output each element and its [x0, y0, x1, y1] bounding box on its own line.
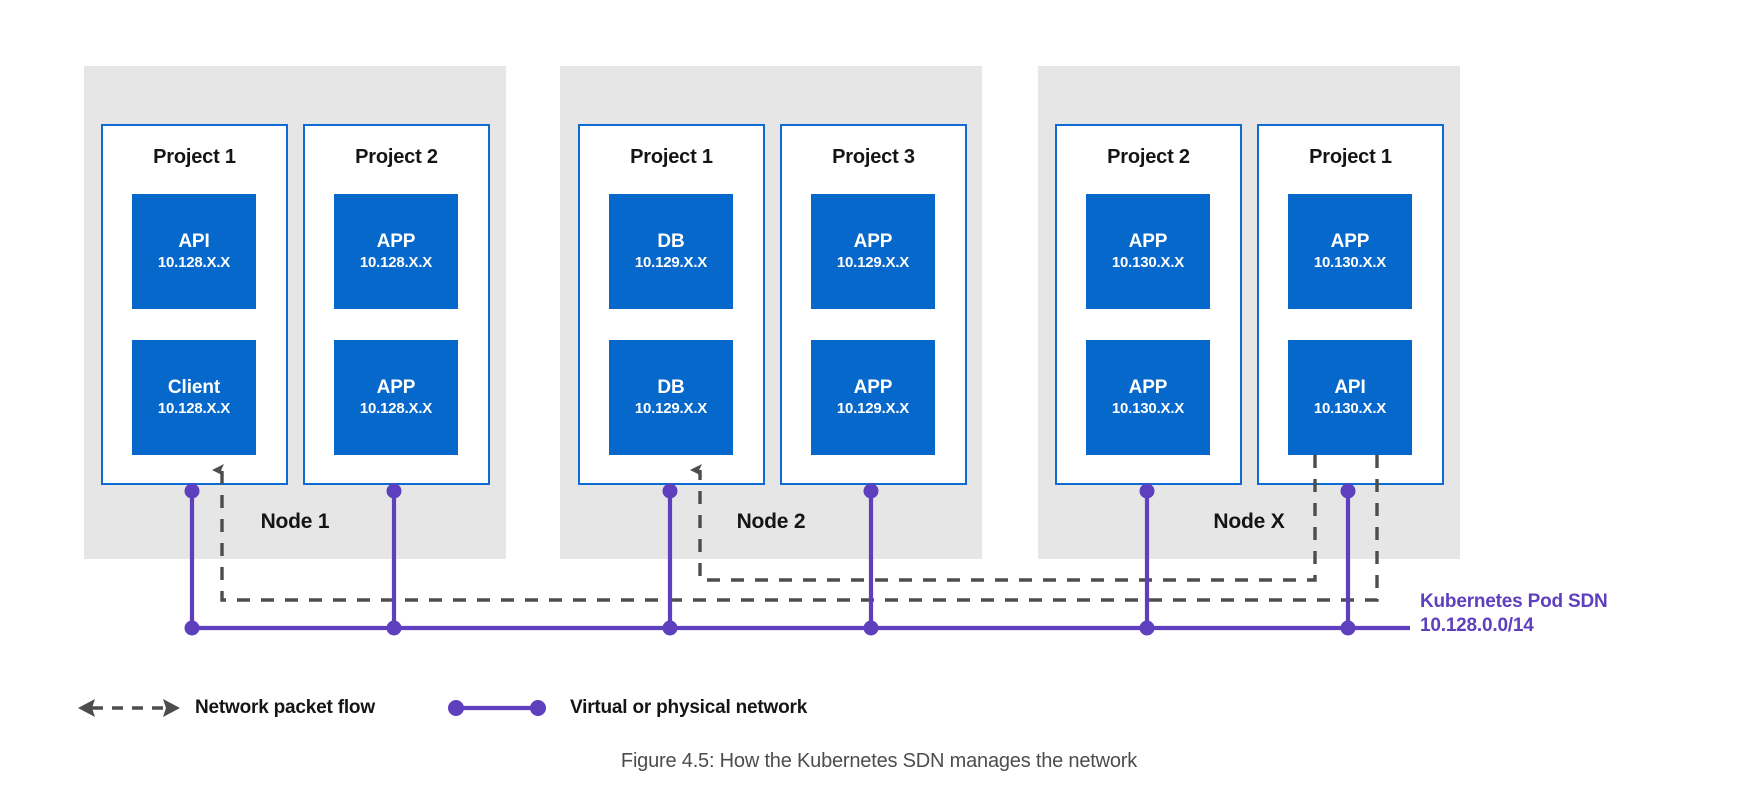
pod-name: DB [657, 376, 685, 398]
node-label-x: Node X [1213, 510, 1285, 533]
project-title: Project 1 [630, 146, 713, 168]
legend-packet-flow-icon [78, 699, 180, 717]
project-title: Project 1 [153, 146, 236, 168]
pod-ip: 10.130.X.X [1111, 253, 1185, 271]
pod-ip: 10.130.X.X [1313, 253, 1387, 271]
pod-db[interactable]: DB 10.129.X.X [609, 194, 733, 309]
pod-app[interactable]: APP 10.128.X.X [334, 340, 458, 455]
pod-name: Client [167, 376, 221, 398]
pod-app[interactable]: APP 10.128.X.X [334, 194, 458, 309]
project-title: Project 1 [1309, 146, 1392, 168]
pod-api[interactable]: API 10.128.X.X [132, 194, 256, 309]
project-box-node2-project1[interactable]: Project 1 DB 10.129.X.X DB 10.129.X.X [578, 124, 765, 485]
legend-label-virtual-network: Virtual or physical network [570, 697, 808, 718]
pod-ip: 10.128.X.X [157, 253, 231, 271]
pod-ip: 10.129.X.X [836, 399, 910, 417]
pod-ip: 10.130.X.X [1313, 399, 1387, 417]
pod-name: API [178, 230, 210, 252]
pod-ip: 10.129.X.X [836, 253, 910, 271]
pod-name: APP [853, 376, 893, 398]
pod-api[interactable]: API 10.130.X.X [1288, 340, 1412, 455]
pod-ip: 10.130.X.X [1111, 399, 1185, 417]
pod-name: APP [1330, 230, 1370, 252]
project-title: Project 3 [832, 146, 915, 168]
pod-name: APP [376, 230, 416, 252]
pod-app[interactable]: APP 10.130.X.X [1288, 194, 1412, 309]
sdn-cidr: 10.128.0.0/14 [1420, 615, 1534, 637]
project-box-nodex-project1[interactable]: Project 1 APP 10.130.X.X API 10.130.X.X [1257, 124, 1444, 485]
pod-name: API [1334, 376, 1366, 398]
figure-caption: Figure 4.5: How the Kubernetes SDN manag… [620, 750, 1138, 772]
pod-app[interactable]: APP 10.130.X.X [1086, 194, 1210, 309]
pod-name: DB [657, 230, 685, 252]
pod-ip: 10.128.X.X [359, 253, 433, 271]
pod-name: APP [1128, 230, 1168, 252]
legend-virtual-network-icon [448, 700, 546, 716]
project-box-node1-project1[interactable]: Project 1 API 10.128.X.X Client 10.128.X… [101, 124, 288, 485]
pod-name: APP [853, 230, 893, 252]
project-box-node1-project2[interactable]: Project 2 APP 10.128.X.X APP 10.128.X.X [303, 124, 490, 485]
pod-name: APP [1128, 376, 1168, 398]
project-box-node2-project3[interactable]: Project 3 APP 10.129.X.X APP 10.129.X.X [780, 124, 967, 485]
sdn-label: Kubernetes Pod SDN 10.128.0.0/14 [1420, 590, 1608, 639]
pod-app[interactable]: APP 10.130.X.X [1086, 340, 1210, 455]
pod-ip: 10.129.X.X [634, 399, 708, 417]
pod-app[interactable]: APP 10.129.X.X [811, 340, 935, 455]
project-box-nodex-project2[interactable]: Project 2 APP 10.130.X.X APP 10.130.X.X [1055, 124, 1242, 485]
project-title: Project 2 [1107, 146, 1190, 168]
pod-app[interactable]: APP 10.129.X.X [811, 194, 935, 309]
pod-client[interactable]: Client 10.128.X.X [132, 340, 256, 455]
pod-name: APP [376, 376, 416, 398]
pod-ip: 10.128.X.X [157, 399, 231, 417]
legend-label-packet-flow: Network packet flow [195, 697, 375, 718]
node-label-1: Node 1 [260, 510, 330, 533]
pod-ip: 10.129.X.X [634, 253, 708, 271]
pod-db[interactable]: DB 10.129.X.X [609, 340, 733, 455]
sdn-name: Kubernetes Pod SDN [1420, 591, 1608, 612]
node-label-2: Node 2 [736, 510, 806, 533]
pod-ip: 10.128.X.X [359, 399, 433, 417]
project-title: Project 2 [355, 146, 438, 168]
